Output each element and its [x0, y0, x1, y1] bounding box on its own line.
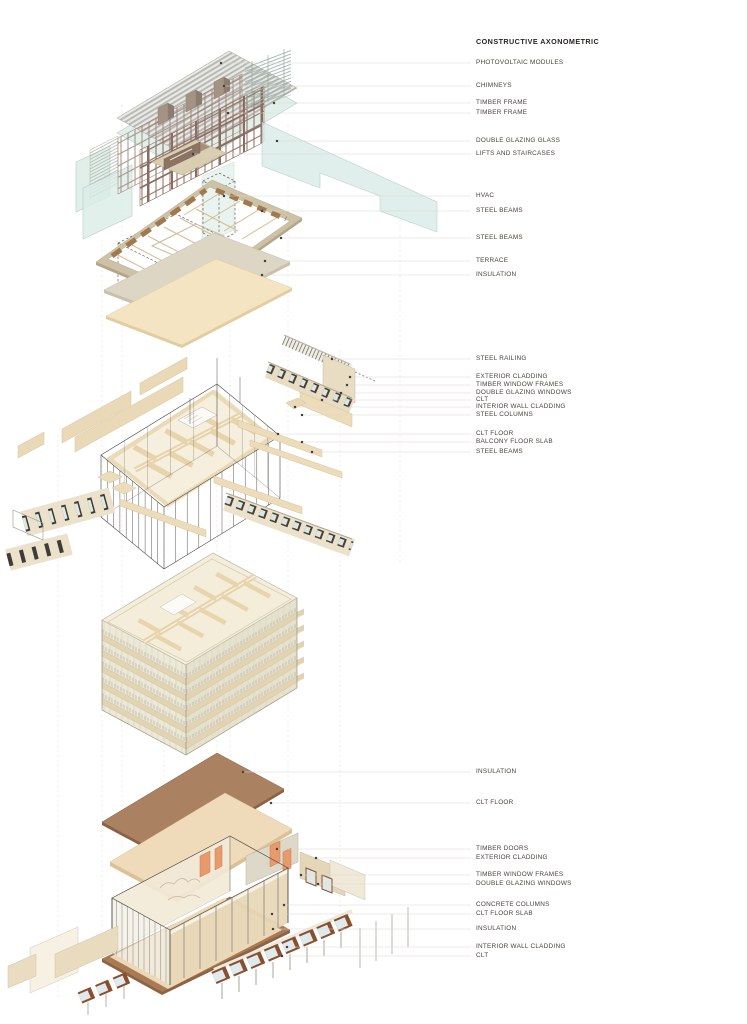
label-lifts-and-staircases: LIFTS AND STAIRCASES: [476, 150, 556, 157]
label-exterior-cladding-2: EXTERIOR CLADDING: [476, 854, 548, 861]
facade-panel-right: [264, 354, 356, 428]
label-steel-columns: STEEL COLUMNS: [476, 411, 533, 418]
label-double-glazing-windows-1: DOUBLE GLAZING WINDOWS: [476, 389, 572, 396]
label-insulation-3: INSULATION: [476, 925, 517, 932]
ground-floor-box: [101, 835, 291, 995]
label-interior-wall-cladding-1: INTERIOR WALL CLADDING: [476, 403, 566, 410]
label-hvac: HVAC: [476, 192, 495, 199]
label-interior-wall-cladding-2: INTERIOR WALL CLADDING: [476, 943, 566, 950]
label-clt-2: CLT: [476, 952, 489, 959]
label-timber-window-frames-1: TIMBER WINDOW FRAMES: [476, 381, 564, 388]
clt-floor-plate: [100, 358, 281, 570]
lifts-and-staircases-box: [151, 139, 227, 176]
label-steel-beams-3: STEEL BEAMS: [476, 448, 523, 455]
label-clt-floor-slab: CLT FLOOR SLAB: [476, 910, 533, 917]
label-exterior-cladding-1: EXTERIOR CLADDING: [476, 373, 548, 380]
facade-panels-left: [5, 487, 356, 571]
label-terrace: TERRACE: [476, 257, 509, 264]
leader-lines: [191, 61, 471, 958]
label-photovoltaic-modules: PHOTOVOLTAIC MODULES: [476, 59, 564, 66]
label-timber-doors: TIMBER DOORS: [476, 845, 529, 852]
label-insulation-2: INSULATION: [476, 768, 517, 775]
label-timber-frame-2: TIMBER FRAME: [476, 109, 528, 116]
label-double-glazing-glass: DOUBLE GLAZING GLASS: [476, 137, 561, 144]
balcony-floor-slabs: [97, 419, 343, 538]
label-insulation-1: INSULATION: [476, 271, 517, 278]
label-timber-window-frames-2: TIMBER WINDOW FRAMES: [476, 871, 564, 878]
main-building-volume: [101, 552, 304, 756]
label-steel-beams-1: STEEL BEAMS: [476, 207, 523, 214]
chimneys: [157, 76, 230, 126]
label-chimneys: CHIMNEYS: [476, 82, 512, 89]
label-concrete-columns: CONCRETE COLUMNS: [476, 901, 550, 908]
insulation-slab-roof: [105, 258, 293, 348]
label-clt-floor-1: CLT FLOOR: [476, 430, 514, 437]
label-double-glazing-windows-2: DOUBLE GLAZING WINDOWS: [476, 880, 572, 887]
label-clt-1: CLT: [476, 396, 489, 403]
label-steel-beams-2: STEEL BEAMS: [476, 234, 523, 241]
label-timber-frame-1: TIMBER FRAME: [476, 99, 528, 106]
label-clt-floor-2: CLT FLOOR: [476, 799, 514, 806]
slatted-screen: [245, 49, 291, 112]
exterior-cladding-strips: [17, 356, 188, 459]
label-balcony-floor-slab: BALCONY FLOOR SLAB: [476, 438, 553, 445]
label-steel-railing: STEEL RAILING: [476, 355, 527, 362]
page-title: CONSTRUCTIVE AXONOMETRIC: [476, 37, 600, 46]
ground-window-strips: [7, 907, 409, 1015]
